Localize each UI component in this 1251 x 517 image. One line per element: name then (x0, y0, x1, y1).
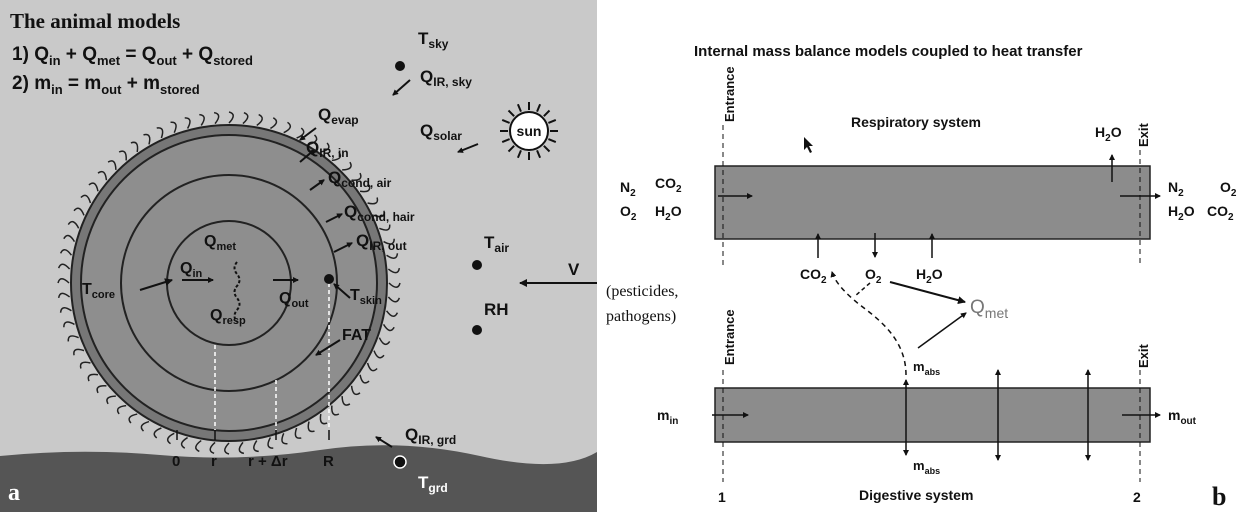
label-q-in: Qin (180, 260, 203, 280)
respiratory-tube (714, 165, 1151, 240)
respiratory-label: Respiratory system (851, 114, 981, 130)
label-q-met: Qmet (204, 233, 236, 253)
out-n2: N2 (1168, 179, 1184, 199)
h2o-exhale-label: H2O (1095, 124, 1122, 144)
axis-label-big-r: R (323, 453, 334, 470)
hair-ring (57, 111, 401, 455)
q-resp-wave (233, 261, 241, 323)
out-co2: CO2 (1207, 203, 1234, 223)
o2-to-qmet-arrow (889, 281, 966, 305)
q-met-label: Qmet (970, 297, 1008, 321)
mid-o2-label: O2 (865, 266, 882, 286)
axis-ticks (176, 430, 330, 440)
mid-co2-label: CO2 (800, 266, 827, 286)
label-q-out: Qout (279, 290, 309, 310)
panel-a: The animal models 1) Qin + Qmet = Qout +… (0, 0, 597, 512)
panel-b: Internal mass balance models coupled to … (606, 43, 1237, 511)
label-t-sky: Tsky (418, 29, 449, 51)
in-co2: CO2 (655, 175, 682, 195)
co2-from-abs-dashed (830, 271, 907, 376)
label-q-ir-in: QIR, in (306, 138, 349, 160)
label-t-skin: Tskin (350, 287, 382, 307)
label-fat: FAT (342, 327, 371, 344)
digestive-exit-label: Exit (1136, 343, 1151, 368)
label-q-evap: Qevap (318, 105, 359, 127)
mouse-cursor-icon (804, 137, 813, 153)
label-v: V (568, 260, 580, 279)
mabs-to-qmet-arrow (917, 312, 967, 349)
label-q-ir-grd: QIR, grd (405, 425, 456, 447)
label-t-core: Tcore (82, 281, 115, 301)
rh-point (472, 325, 482, 335)
position-2-label: 2 (1133, 489, 1141, 505)
q-cond-hair-arrow (325, 213, 343, 223)
mid-h2o-label: H2O (916, 266, 943, 286)
axis-label-r: r (211, 453, 217, 470)
ground-point (393, 455, 407, 469)
skin-point (324, 274, 334, 284)
respiratory-exit-label: Exit (1136, 122, 1151, 147)
position-1-label: 1 (718, 489, 726, 505)
digestive-absorption-arrows (903, 369, 1091, 461)
q-ir-in-arrow (299, 149, 315, 163)
panel-b-title: Internal mass balance models coupled to … (694, 43, 1083, 60)
axis-label-0: 0 (172, 453, 180, 470)
label-t-air: Tair (484, 233, 509, 255)
ground (0, 445, 597, 512)
pesticides-label-line1: (pesticides, (606, 283, 678, 300)
panel-b-label: b (1212, 482, 1226, 511)
label-rh: RH (484, 300, 509, 319)
q-solar-arrow (457, 143, 479, 153)
q-cond-air-arrow (309, 179, 325, 191)
equation-mass-balance: 2) min = mout + mstored (12, 73, 200, 97)
respiratory-entrance-label: Entrance (722, 66, 737, 122)
label-q-resp: Qresp (210, 307, 246, 327)
t-skin-arrow (333, 283, 351, 299)
panel-a-label: a (8, 480, 20, 506)
t-core-arrow (139, 278, 173, 291)
q-evap-arrow (299, 127, 317, 141)
sun-label: sun (517, 123, 542, 139)
out-o2: O2 (1220, 179, 1237, 199)
radial-markers (214, 283, 330, 430)
body-middle-shell (120, 174, 338, 392)
body-outer-shell (80, 134, 378, 432)
equation-heat-balance: 1) Qin + Qmet = Qout + Qstored (12, 44, 253, 68)
in-n2: N2 (620, 179, 636, 199)
in-h2o: H2O (655, 203, 682, 223)
q-ir-grd-arrow (375, 436, 393, 448)
digestive-entrance-label: Entrance (722, 309, 737, 365)
q-ir-out-arrow (333, 242, 353, 253)
q-ir-sky-arrow (392, 79, 411, 96)
o2-dashed-link (854, 282, 871, 297)
panel-a-title: The animal models (10, 9, 180, 33)
label-q-cond-air: Qcond, air (328, 168, 392, 190)
air-point (472, 260, 482, 270)
label-q-ir-sky: QIR, sky (420, 67, 472, 89)
m-out-label: mout (1168, 407, 1197, 427)
m-abs-top-label: mabs (913, 359, 940, 377)
pesticides-label-line2: pathogens) (606, 308, 676, 325)
sky-point (395, 61, 405, 71)
label-q-solar: Qsolar (420, 121, 462, 143)
axis-label-r-plus-dr: r + Δr (248, 453, 288, 470)
in-o2: O2 (620, 203, 637, 223)
m-abs-bottom-label: mabs (913, 458, 940, 476)
label-t-grd: Tgrd (418, 473, 448, 495)
fat-arrow (315, 339, 341, 356)
label-q-cond-hair: Qcond, hair (344, 202, 415, 224)
sun-icon (500, 102, 558, 160)
label-q-ir-out: QIR, out (356, 231, 407, 253)
digestive-label: Digestive system (859, 487, 973, 503)
m-in-label: min (657, 407, 678, 427)
digestive-tube (714, 387, 1151, 443)
out-h2o: H2O (1168, 203, 1195, 223)
